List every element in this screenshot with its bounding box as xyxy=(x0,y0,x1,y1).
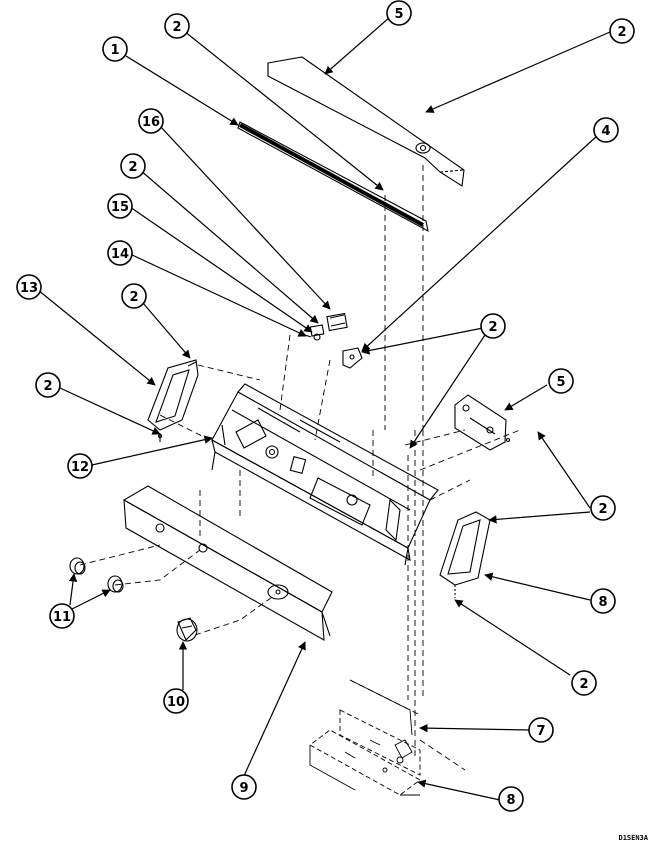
callout-2: 2 xyxy=(164,13,190,39)
callout-5: 5 xyxy=(548,368,574,394)
callout-14: 14 xyxy=(107,240,133,266)
leader-lines xyxy=(37,16,611,801)
svg-text:8: 8 xyxy=(506,793,515,808)
callout-2: 2 xyxy=(120,153,146,179)
control-console xyxy=(211,383,439,566)
callout-12: 12 xyxy=(67,453,93,479)
svg-text:4: 4 xyxy=(601,124,610,139)
svg-text:12: 12 xyxy=(71,460,89,475)
svg-text:13: 13 xyxy=(20,281,38,296)
assembly-lines xyxy=(79,165,521,771)
svg-text:2: 2 xyxy=(617,25,626,40)
svg-text:2: 2 xyxy=(43,379,52,394)
callout-2: 2 xyxy=(121,283,147,309)
timer-knob xyxy=(176,617,198,642)
svg-text:9: 9 xyxy=(239,781,248,796)
lower-cabinet xyxy=(309,679,421,796)
svg-text:15: 15 xyxy=(111,200,129,215)
svg-text:2: 2 xyxy=(598,502,607,517)
svg-text:10: 10 xyxy=(167,695,185,710)
parts-artwork xyxy=(69,56,521,796)
callout-4: 4 xyxy=(593,117,619,143)
svg-text:11: 11 xyxy=(53,610,71,625)
callout-9: 9 xyxy=(231,774,257,800)
svg-text:7: 7 xyxy=(536,724,545,739)
small-bracket xyxy=(342,347,363,369)
right-bracket xyxy=(454,394,511,451)
callout-1: 1 xyxy=(102,36,128,62)
left-end-cap xyxy=(147,359,199,442)
front-panel xyxy=(122,485,333,641)
callout-2: 2 xyxy=(480,313,506,339)
callout-8: 8 xyxy=(498,786,524,812)
callout-balloons: 1 2 5 2 16 4 2 15 14 13 2 2 2 5 12 2 8 1… xyxy=(16,0,635,812)
callout-13: 13 xyxy=(16,274,42,300)
callout-2: 2 xyxy=(35,372,61,398)
callout-16: 16 xyxy=(138,108,164,134)
callout-2: 2 xyxy=(590,495,616,521)
svg-text:2: 2 xyxy=(172,20,181,35)
right-end-cap xyxy=(439,511,491,598)
callout-8: 8 xyxy=(590,588,616,614)
knobs xyxy=(69,557,124,593)
callout-10: 10 xyxy=(163,688,189,714)
svg-text:5: 5 xyxy=(394,7,403,22)
callout-2: 2 xyxy=(609,18,635,44)
svg-text:2: 2 xyxy=(129,290,138,305)
callout-7: 7 xyxy=(528,717,554,743)
top-trim-cover xyxy=(267,56,465,187)
svg-text:5: 5 xyxy=(556,375,565,390)
switch-assembly xyxy=(304,312,348,341)
svg-text:1: 1 xyxy=(110,43,119,58)
svg-text:14: 14 xyxy=(111,247,129,262)
callout-5: 5 xyxy=(386,0,412,26)
callout-15: 15 xyxy=(107,193,133,219)
svg-text:8: 8 xyxy=(598,595,607,610)
long-strip xyxy=(237,121,429,233)
svg-text:2: 2 xyxy=(488,320,497,335)
figure-reference-code: D1SEN3A xyxy=(618,834,648,842)
svg-text:16: 16 xyxy=(142,115,160,130)
svg-text:2: 2 xyxy=(128,160,137,175)
callout-2: 2 xyxy=(571,670,597,696)
callout-11: 11 xyxy=(49,603,75,629)
svg-text:2: 2 xyxy=(579,677,588,692)
